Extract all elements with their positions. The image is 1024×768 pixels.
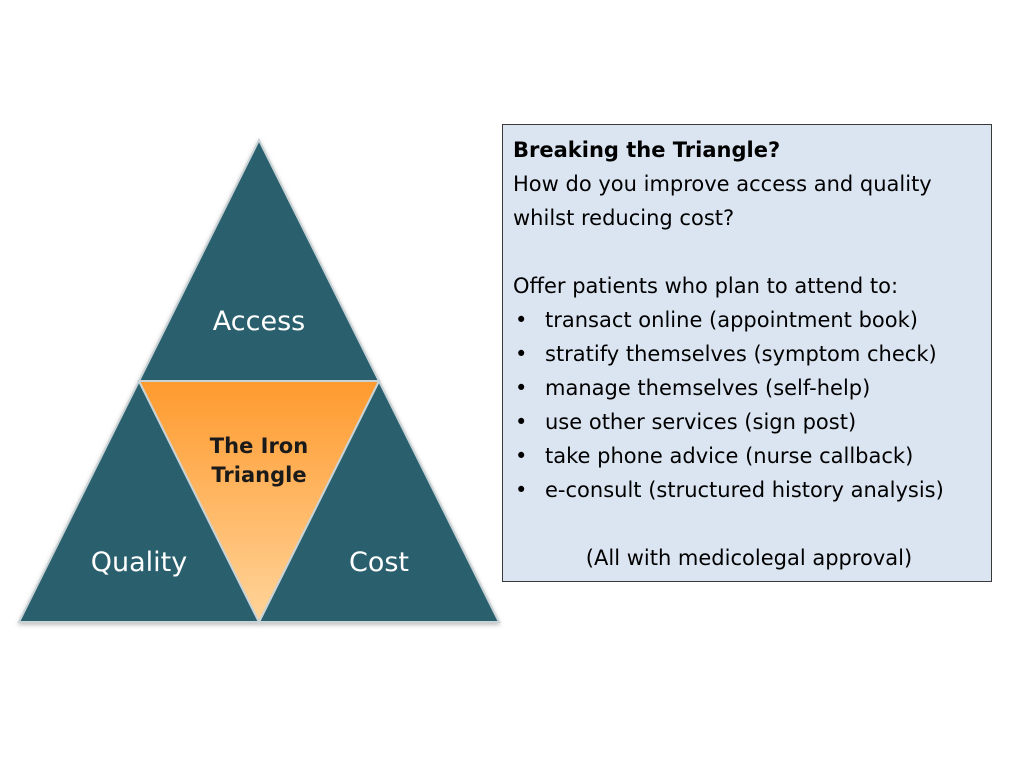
quality-label: Quality — [91, 547, 187, 578]
bullet-icon: • — [515, 410, 528, 434]
list-item: • e-consult (structured history analysis… — [513, 473, 985, 507]
bullet-icon: • — [515, 478, 528, 502]
cost-label: Cost — [349, 547, 409, 578]
list-item: • stratify themselves (symptom check) — [513, 337, 985, 371]
iron-triangle-label-line1: The Iron — [210, 434, 308, 458]
list-item-text: e-consult (structured history analysis) — [545, 478, 944, 502]
iron-triangle-center — [137, 380, 381, 625]
offer-bullet-list: • transact online (appointment book) • s… — [513, 303, 985, 507]
spacer — [513, 235, 985, 269]
info-box-title: Breaking the Triangle? — [513, 138, 781, 162]
list-item-text: stratify themselves (symptom check) — [545, 342, 937, 366]
question-line-1: How do you improve access and quality — [513, 172, 932, 196]
list-item: • take phone advice (nurse callback) — [513, 439, 985, 473]
list-item-text: transact online (appointment book) — [545, 308, 918, 332]
list-item-text: manage themselves (self-help) — [545, 376, 871, 400]
iron-triangle-diagram: Access Quality Cost The Iron Triangle — [17, 137, 501, 625]
intro-text: Offer patients who plan to attend to: — [513, 274, 899, 298]
list-item: • manage themselves (self-help) — [513, 371, 985, 405]
spacer — [513, 507, 985, 541]
approval-footnote: (All with medicolegal approval) — [585, 546, 913, 570]
bullet-icon: • — [515, 308, 528, 332]
bullet-icon: • — [515, 342, 528, 366]
list-item: • transact online (appointment book) — [513, 303, 985, 337]
bullet-icon: • — [515, 444, 528, 468]
access-triangle — [137, 137, 381, 382]
list-item: • use other services (sign post) — [513, 405, 985, 439]
question-line-2: whilst reducing cost? — [513, 206, 735, 230]
list-item-text: use other services (sign post) — [545, 410, 857, 434]
info-box: Breaking the Triangle? How do you improv… — [502, 124, 992, 582]
access-label: Access — [213, 306, 305, 337]
bullet-icon: • — [515, 376, 528, 400]
iron-triangle-label-line2: Triangle — [211, 463, 306, 487]
list-item-text: take phone advice (nurse callback) — [545, 444, 914, 468]
